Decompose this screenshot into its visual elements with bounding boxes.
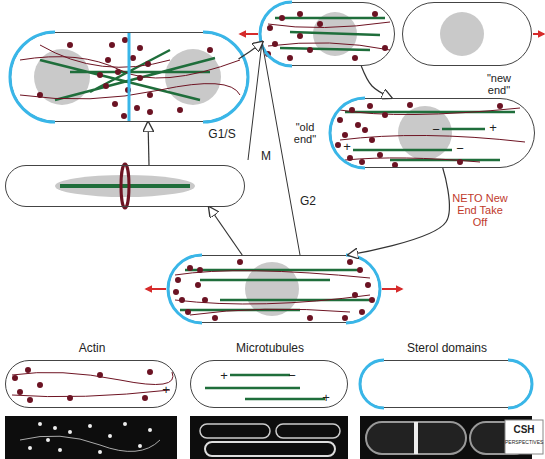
- sterol-signal: [414, 422, 418, 454]
- sterol-domain: [260, 2, 292, 66]
- phase-label: G1/S: [200, 128, 244, 141]
- sterol-signal: [366, 422, 466, 454]
- logo-text: PERSPECTIVES: [505, 440, 543, 446]
- polarity-sign: −: [285, 369, 299, 383]
- actin-signal: [30, 424, 150, 452]
- sterol-domain: [360, 360, 532, 408]
- micrograph: [190, 416, 348, 459]
- cell-outline: [402, 2, 532, 66]
- actin-patch: [268, 14, 385, 58]
- cell-outline: "new end""old end"−++−: [330, 98, 535, 168]
- nucleus: [440, 12, 484, 56]
- actin-patch: [15, 370, 150, 400]
- growth-arrow: [240, 33, 258, 35]
- polarity-sign: +: [159, 383, 173, 397]
- phase-divider: [262, 42, 300, 255]
- phase-divider: [248, 42, 262, 160]
- sterol-domain: [168, 255, 380, 323]
- actin-patch: [40, 40, 210, 116]
- polarity-sign: −: [429, 123, 443, 137]
- polarity-sign: +: [319, 391, 333, 405]
- transition-label: NETO New End Take Off: [452, 192, 508, 228]
- microtubule-signal: [200, 424, 270, 438]
- actin-cable: [12, 372, 173, 397]
- cell-panel: Actin+: [5, 360, 177, 408]
- cell-outline: [5, 165, 245, 207]
- growth-arrow: [382, 288, 402, 290]
- cell-label: Microtubules: [191, 342, 349, 355]
- polarity-sign: +: [340, 140, 354, 154]
- sterol-domain: [10, 32, 248, 122]
- cell-panel: Sterol domains: [360, 360, 532, 408]
- cell-outline: [10, 32, 248, 122]
- logo-text: CSH: [505, 424, 543, 435]
- actin-patch: [338, 105, 500, 165]
- polarity-sign: +: [486, 121, 500, 135]
- cell-outline: [168, 255, 380, 323]
- cell-label: Sterol domains: [361, 342, 533, 355]
- phase-label: M: [256, 150, 276, 163]
- cell-panel: Microtubules+−+: [190, 360, 348, 408]
- polarity-sign: +: [217, 369, 231, 383]
- spindle: [60, 184, 190, 188]
- cell-label: "new end": [479, 72, 519, 96]
- microtubule: [275, 18, 385, 50]
- nucleus: [55, 175, 195, 197]
- actin-cable: [268, 22, 390, 50]
- actin-signal: [20, 436, 160, 451]
- growth-arrow: [533, 33, 544, 35]
- sterol-domain: [330, 98, 365, 168]
- actin-patch: [176, 262, 372, 318]
- publisher-logo: [505, 420, 543, 454]
- micrograph: [5, 416, 177, 459]
- polarity-sign: −: [453, 142, 467, 156]
- cycle-arrow: [348, 168, 449, 255]
- actin-cable: [175, 271, 370, 315]
- septum: [128, 33, 131, 121]
- cycle-arrow: [238, 42, 262, 59]
- growth-arrow: [146, 288, 166, 290]
- cycle-arrow: [209, 207, 242, 255]
- contractile-ring: [121, 164, 129, 208]
- microtubule-signal: [276, 424, 340, 438]
- cycle-arrow: [361, 66, 391, 98]
- cell-label: "old end": [285, 121, 325, 145]
- phase-label: G2: [294, 195, 322, 208]
- cell-outline: [260, 2, 395, 66]
- cell-label: Actin: [6, 342, 178, 355]
- actin-cable: [340, 108, 525, 162]
- microtubule: [180, 270, 370, 310]
- microtubule-signal: [205, 442, 335, 456]
- cycle-arrow: [147, 122, 149, 165]
